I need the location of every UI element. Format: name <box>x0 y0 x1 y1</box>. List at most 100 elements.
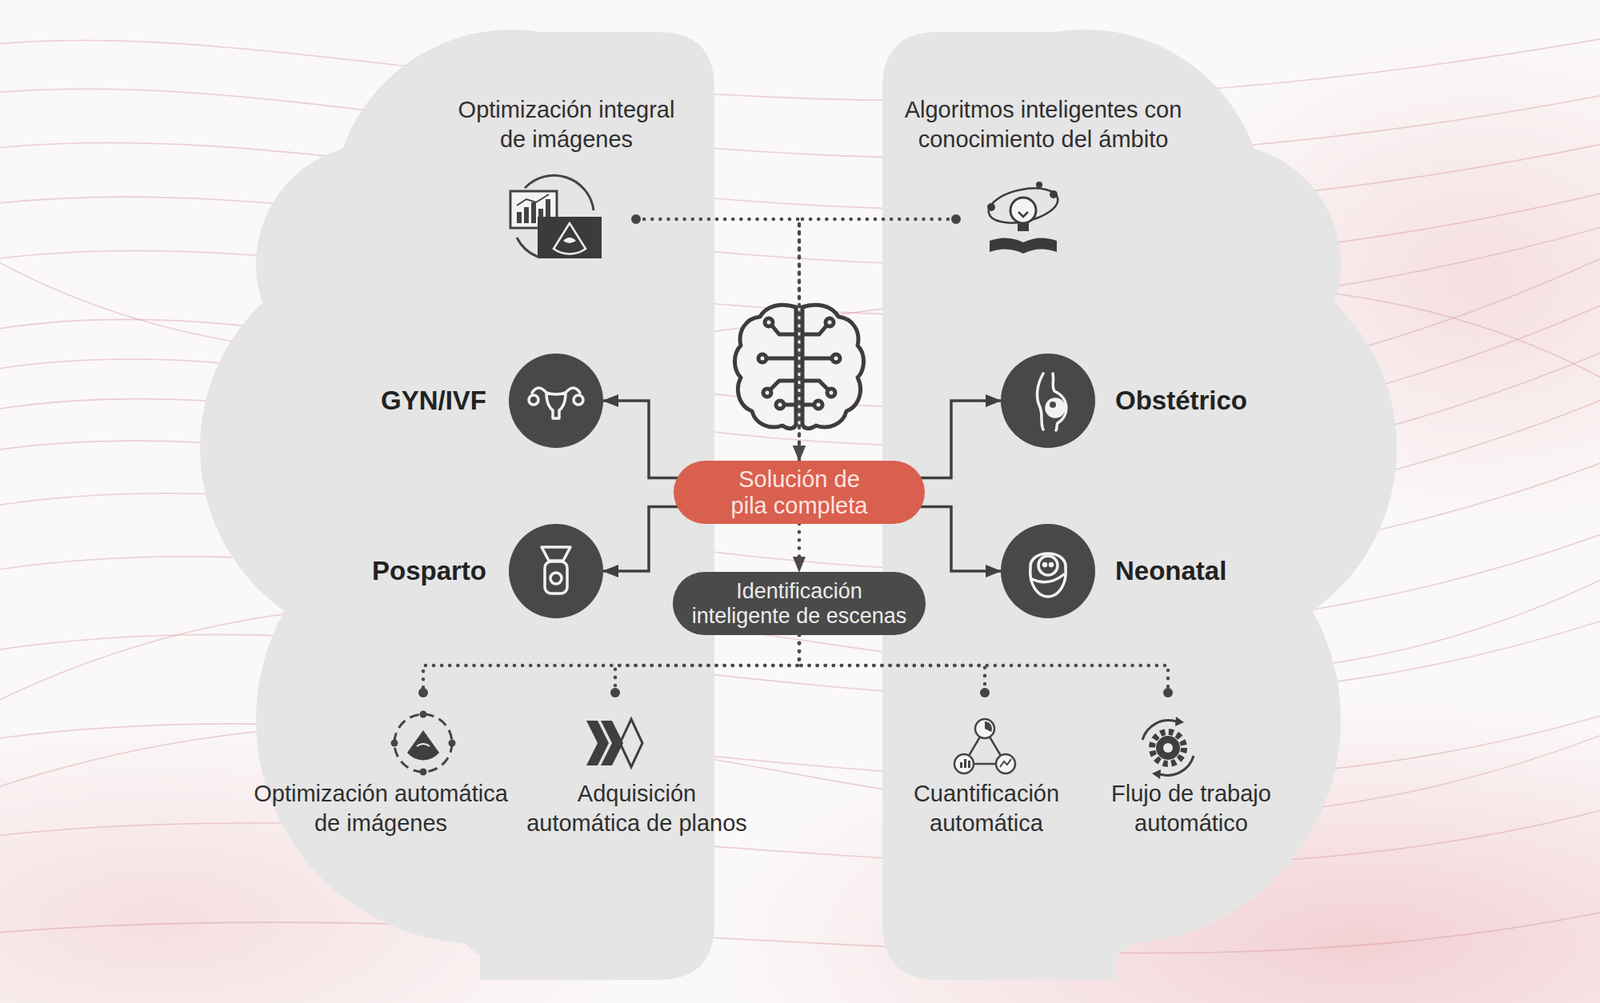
baby-icon <box>1044 564 1047 567</box>
feature-label: Algoritmos inteligentes con conocimiento… <box>899 95 1188 155</box>
knowledge-icon <box>1010 197 1036 224</box>
image-optimization-icon <box>516 194 549 206</box>
image-optimization-icon <box>531 202 536 224</box>
scene-pill: Identificación inteligente de escenas <box>672 572 926 636</box>
uterus-icon <box>528 388 584 419</box>
image-optimization-icon <box>510 191 557 228</box>
specialty-circle: Obstétrico <box>1000 353 1096 448</box>
auto-image-icon <box>448 740 456 748</box>
uterus-icon <box>573 395 584 405</box>
dotted-connector <box>423 635 800 693</box>
wave-lines <box>0 32 1600 954</box>
auto-image-icon <box>420 711 428 719</box>
specialty-circle: GYN/IVF <box>508 353 604 448</box>
feature-label: Optimización automática de imágenes <box>244 779 517 839</box>
quantification-icon <box>954 754 974 774</box>
wave-lines <box>0 720 1600 817</box>
image-optimization-icon <box>524 175 594 211</box>
workflow-icon <box>1142 720 1176 740</box>
auto-image-icon <box>407 730 440 760</box>
function-node: Cuantificación automática <box>940 692 1029 777</box>
pregnancy-icon <box>1046 399 1064 417</box>
plane-acquisition-icon <box>586 720 609 766</box>
feature-label: Flujo de trabajo automático <box>1087 779 1296 839</box>
dotted-connector <box>797 524 802 572</box>
wave-lines <box>0 136 1600 211</box>
quantification-icon <box>964 759 967 768</box>
solution-pill: Solución de pila completa <box>673 460 925 524</box>
circle-label: GYN/IVF <box>380 385 487 416</box>
arrow-connector <box>920 507 1001 572</box>
plane-acquisition-icon <box>620 719 643 768</box>
baby-icon <box>1030 553 1066 597</box>
arrow-connector <box>920 400 1001 479</box>
knowledge-icon <box>987 203 996 212</box>
pump-icon <box>550 572 562 584</box>
plane-acquisition-icon <box>586 719 643 768</box>
feature-node: Algoritmos inteligentes con conocimiento… <box>956 179 1088 260</box>
function-node: Adquisición automática de planos <box>571 692 660 777</box>
wave-lines <box>0 32 1600 101</box>
auto-image-icon <box>416 744 430 747</box>
feature-label: Cuantificación automática <box>882 779 1091 839</box>
feature-label: Adquisición automática de planos <box>520 779 753 839</box>
dotted-connector <box>799 635 1168 693</box>
pump-icon <box>541 547 571 594</box>
knowledge-icon <box>989 237 1057 254</box>
feature-node: Optimización integral de imágenes <box>508 179 636 260</box>
function-node: Optimización automática de imágenes <box>379 692 468 777</box>
image-optimization-icon <box>538 208 544 224</box>
brain-icon <box>735 304 797 428</box>
dotted-connector <box>615 635 800 693</box>
brain-icon <box>802 304 864 428</box>
workflow-icon <box>1152 769 1161 780</box>
image-optimization-icon <box>545 199 551 224</box>
baby-icon <box>1032 574 1064 583</box>
uterus-icon <box>565 388 580 393</box>
knowledge-icon <box>1018 212 1028 217</box>
cloud-right <box>882 29 1397 980</box>
image-optimization-icon <box>537 216 602 259</box>
circle-label: Obstétrico <box>1115 385 1248 416</box>
plane-acquisition-icon <box>600 720 624 766</box>
background-glow <box>0 40 1600 1003</box>
workflow-icon <box>1152 732 1184 764</box>
quantification-icon <box>996 754 1016 774</box>
pill-label: Identificación inteligente de escenas <box>687 579 912 629</box>
circle-label: Neonatal <box>1115 556 1227 587</box>
image-optimization-icon <box>516 237 538 257</box>
auto-image-icon <box>391 740 399 748</box>
wave-lines <box>0 904 1600 954</box>
knowledge-icon <box>985 181 1061 254</box>
quantification-icon <box>968 760 971 768</box>
wave-lines <box>0 800 1600 866</box>
baby-icon <box>1050 564 1053 567</box>
quantification-icon <box>984 721 992 732</box>
workflow-icon <box>1142 716 1194 780</box>
quantification-icon <box>1000 759 1012 768</box>
circle-label: Posparto <box>372 556 487 587</box>
pregnancy-icon <box>1037 373 1067 431</box>
quantification-icon <box>954 719 1016 774</box>
workflow-icon <box>1163 743 1173 753</box>
function-node: Flujo de trabajo automático <box>1124 692 1212 777</box>
pill-label: Solución de pila completa <box>723 466 876 520</box>
pump-icon <box>544 561 568 594</box>
dotted-connector <box>799 219 956 461</box>
workflow-icon <box>1156 736 1180 760</box>
workflow-icon <box>1175 716 1184 727</box>
image-optimization-icon <box>524 207 529 224</box>
pump-icon <box>541 547 571 561</box>
brain-icon <box>735 304 864 428</box>
knowledge-icon <box>1049 190 1058 199</box>
specialty-circle: Posparto <box>508 524 604 619</box>
pregnancy-icon <box>1052 373 1067 431</box>
quantification-icon <box>964 728 1006 764</box>
cloud-left <box>200 29 715 980</box>
arrow-connector <box>603 400 679 479</box>
wave-lines <box>0 704 1600 781</box>
quantification-icon <box>960 762 963 768</box>
image-optimization-icon <box>553 223 586 255</box>
